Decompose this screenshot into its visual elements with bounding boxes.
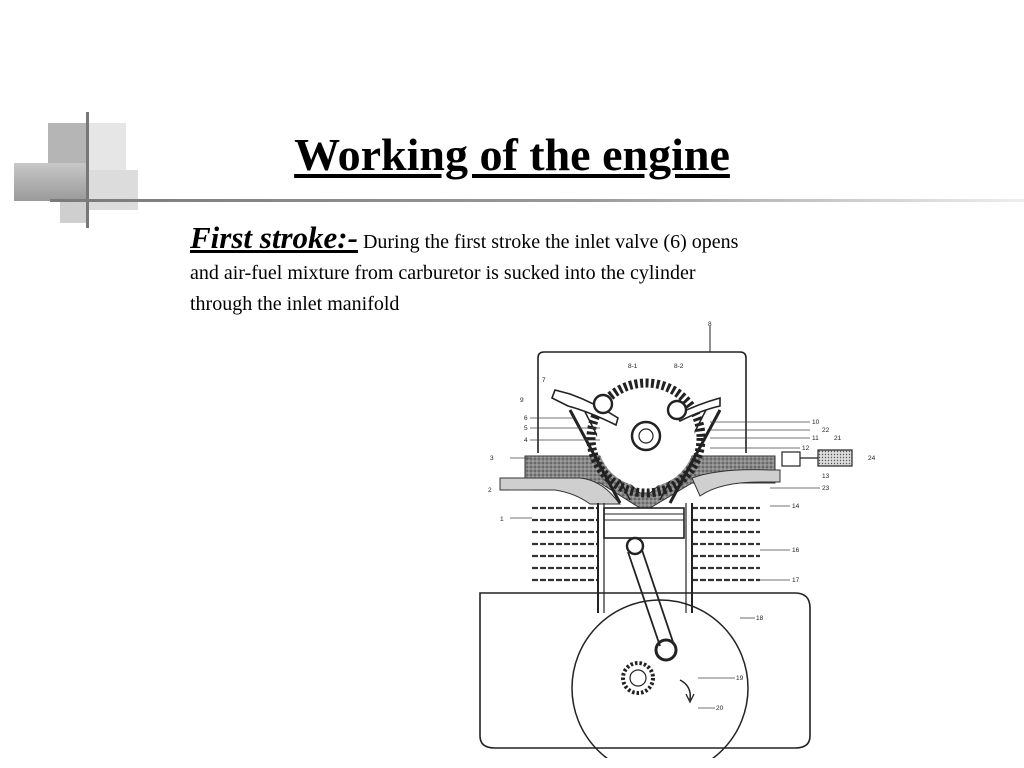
label-8-2: 8-2 (674, 363, 684, 370)
label-20: 20 (716, 705, 724, 712)
deco-vertical-line (86, 112, 89, 228)
inlet-manifold (499, 477, 622, 505)
label-8-1: 8-1 (628, 363, 638, 370)
engine-diagram: 8 8-1 8-2 7 9 6 5 4 3 2 1 10 22 11 21 12… (479, 321, 876, 758)
label-3: 3 (490, 455, 494, 462)
label-22: 22 (822, 427, 830, 434)
label-4: 4 (524, 437, 528, 444)
rocker-arm-inlet (550, 389, 619, 427)
label-17: 17 (792, 577, 800, 584)
body-line-1: During the first stroke the inlet valve … (362, 231, 739, 253)
camshaft (630, 420, 662, 452)
slide-title: Working of the engine (294, 129, 730, 180)
label-18: 18 (756, 615, 764, 622)
crank-pin (654, 638, 678, 662)
title-rule (50, 199, 1024, 202)
deco-square-5 (60, 201, 88, 223)
deco-square-1 (48, 123, 88, 163)
label-2: 2 (488, 487, 492, 494)
label-13: 13 (822, 473, 830, 480)
label-16: 16 (792, 547, 800, 554)
label-14: 14 (792, 503, 800, 510)
crank-gear (621, 661, 655, 695)
label-12: 12 (802, 445, 810, 452)
label-7: 7 (542, 377, 546, 384)
body-line-3: through the inlet manifold (190, 293, 400, 315)
crank-disc (571, 599, 749, 758)
cooling-fins (532, 506, 760, 582)
label-21: 21 (834, 435, 842, 442)
head-cover (537, 351, 747, 453)
crankcase (479, 592, 811, 749)
label-24: 24 (868, 455, 876, 462)
label-11: 11 (812, 435, 819, 442)
label-23: 23 (822, 485, 830, 492)
piston (603, 507, 685, 539)
stroke-heading: First stroke:- (190, 220, 358, 255)
label-8: 8 (708, 321, 712, 328)
label-10: 10 (812, 419, 820, 426)
slide-body: First stroke:- During the first stroke t… (190, 222, 920, 320)
fuel-filter (817, 449, 853, 467)
cylinder-head (524, 455, 776, 509)
deco-square-2 (14, 163, 88, 201)
body-line-2: and air-fuel mixture from carburetor is … (190, 262, 696, 284)
label-1: 1 (500, 516, 504, 523)
label-5: 5 (524, 425, 528, 432)
label-19: 19 (736, 675, 744, 682)
cam-gear (586, 378, 706, 498)
exhaust-port (691, 469, 781, 497)
piston-pin (625, 536, 645, 556)
label-6: 6 (524, 415, 528, 422)
deco-square-4 (88, 170, 138, 210)
label-9: 9 (520, 397, 524, 404)
